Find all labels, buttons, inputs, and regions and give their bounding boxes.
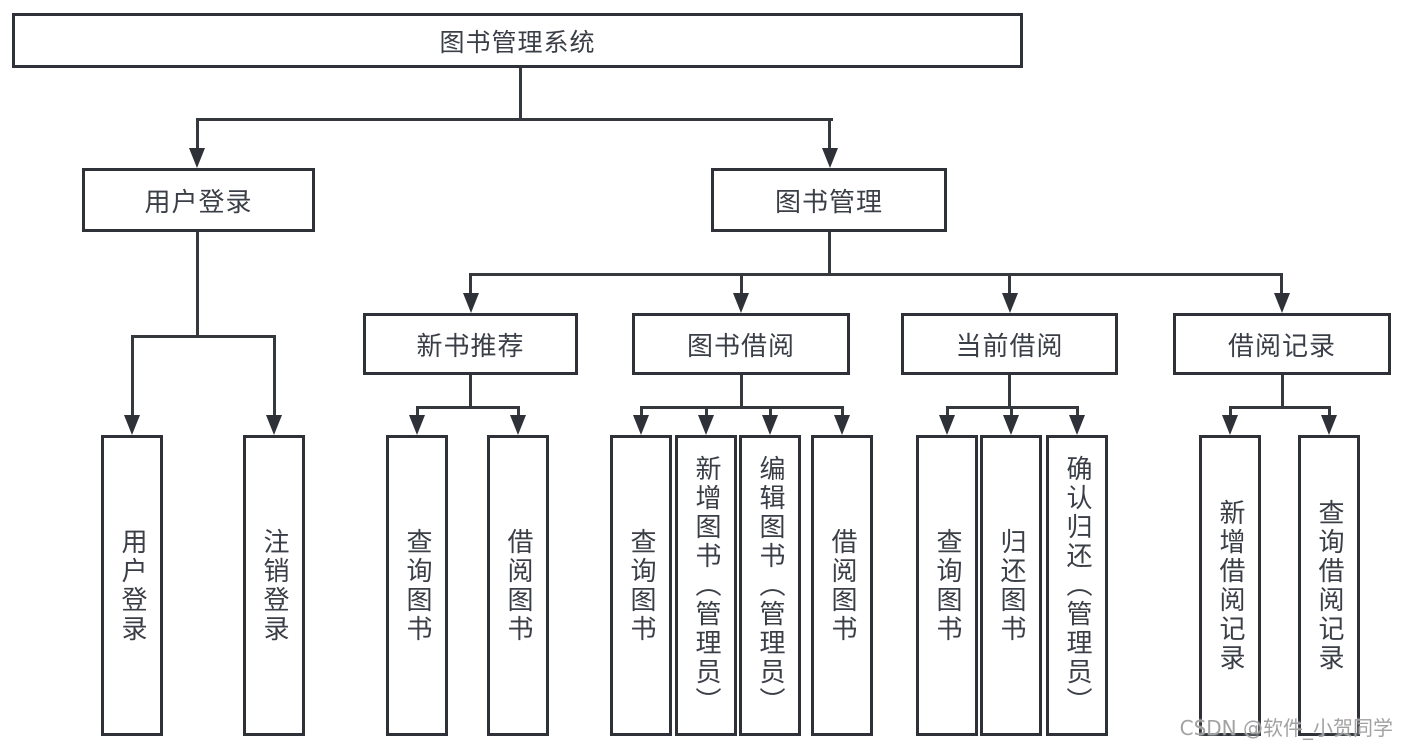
node-book-borrow: 图书借阅 — [632, 313, 850, 375]
arrow-down-icon — [1001, 273, 1018, 313]
leaf-label: 借阅图书 — [827, 527, 857, 644]
node-library-management-system: 图书管理系统 — [12, 13, 1023, 68]
arrow-down-icon — [1069, 406, 1086, 435]
arrow-down-icon — [821, 118, 838, 168]
node-label: 图书管理系统 — [439, 27, 596, 57]
leaf-br-query-record: 查询借阅记录 — [1298, 435, 1360, 736]
node-label: 图书借阅 — [686, 331, 795, 362]
connector-user-login-split — [130, 335, 276, 338]
connector-book-borrow-stem — [739, 375, 743, 406]
arrow-down-icon — [939, 406, 956, 435]
node-borrow-records: 借阅记录 — [1173, 313, 1391, 375]
arrow-down-icon — [834, 406, 851, 435]
leaf-bb-add-books-admin: 新增图书（管理员） — [675, 435, 737, 736]
connector-new-book-recommend-split — [415, 406, 520, 409]
arrow-down-icon — [733, 273, 750, 313]
node-label: 图书管理 — [774, 187, 883, 218]
node-new-book-recommend: 新书推荐 — [363, 313, 578, 375]
arrow-down-icon — [1273, 273, 1290, 313]
leaf-bb-borrow-books: 借阅图书 — [811, 435, 873, 736]
arrow-down-icon — [409, 406, 426, 435]
connector-root-stem — [519, 68, 522, 118]
leaf-label: 借阅图书 — [503, 527, 533, 644]
arrow-down-icon — [698, 406, 715, 435]
leaf-logout: 注销登录 — [243, 435, 305, 736]
leaf-bb-edit-books-admin: 编辑图书（管理员） — [739, 435, 801, 736]
connector-book-borrow-split — [639, 406, 844, 409]
leaf-nb-query-books: 查询图书 — [386, 435, 448, 736]
leaf-label: 查询图书 — [932, 527, 962, 644]
watermark: CSDN @软件_小贺同学 — [1179, 716, 1393, 740]
node-label: 借阅记录 — [1227, 331, 1336, 362]
leaf-label: 新增图书（管理员） — [691, 455, 721, 716]
leaf-cb-return-books: 归还图书 — [980, 435, 1042, 736]
leaf-cb-query-books: 查询图书 — [916, 435, 978, 736]
leaf-nb-borrow-books: 借阅图书 — [487, 435, 549, 736]
arrow-down-icon — [462, 273, 479, 313]
leaf-cb-confirm-return-admin: 确认归还（管理员） — [1046, 435, 1108, 736]
node-user-login: 用户登录 — [82, 168, 315, 232]
node-current-borrow: 当前借阅 — [901, 313, 1118, 375]
node-label: 当前借阅 — [955, 331, 1064, 362]
connector-borrow-records-stem — [1280, 375, 1284, 406]
leaf-label: 新增借阅记录 — [1215, 498, 1245, 673]
arrow-down-icon — [189, 118, 206, 168]
leaf-label: 编辑图书（管理员） — [755, 455, 785, 716]
leaf-bb-query-books: 查询图书 — [610, 435, 672, 736]
leaf-label: 确认归还（管理员） — [1062, 455, 1092, 716]
connector-user-login-stem — [195, 232, 199, 335]
connector-new-book-recommend-stem — [469, 375, 472, 406]
leaf-label: 查询图书 — [626, 527, 656, 644]
leaf-label: 归还图书 — [996, 527, 1026, 644]
leaf-label: 用户登录 — [117, 527, 147, 644]
connector-current-borrow-stem — [1008, 375, 1011, 406]
node-book-management: 图书管理 — [711, 168, 947, 232]
arrow-down-icon — [266, 335, 283, 435]
node-label: 新书推荐 — [416, 331, 525, 362]
arrow-down-icon — [1321, 406, 1338, 435]
arrow-down-icon — [762, 406, 779, 435]
arrow-down-icon — [1222, 406, 1239, 435]
arrow-down-icon — [510, 406, 527, 435]
connector-book-management-stem — [828, 232, 831, 273]
arrow-down-icon — [124, 335, 141, 435]
connector-root-split — [195, 118, 833, 121]
arrow-down-icon — [1003, 406, 1020, 435]
leaf-label: 查询借阅记录 — [1314, 498, 1344, 673]
arrow-down-icon — [633, 406, 650, 435]
leaf-label: 查询图书 — [402, 527, 432, 644]
connector-book-management-split — [469, 273, 1283, 276]
leaf-label: 注销登录 — [259, 527, 289, 644]
node-label: 用户登录 — [144, 187, 253, 218]
leaf-user-login: 用户登录 — [101, 435, 163, 736]
connector-borrow-records-split — [1228, 406, 1331, 409]
leaf-br-add-record: 新增借阅记录 — [1199, 435, 1261, 736]
